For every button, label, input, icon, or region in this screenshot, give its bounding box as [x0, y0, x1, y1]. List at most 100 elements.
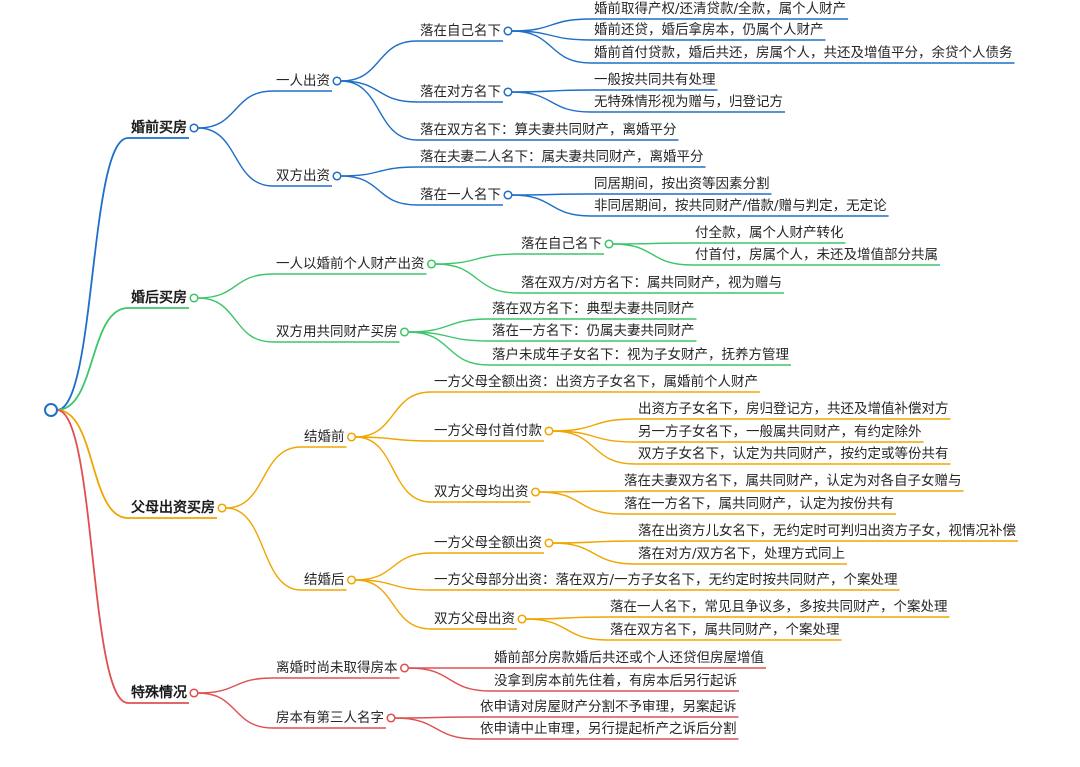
branch-parents-fund[interactable]: 父母出资买房 — [131, 500, 215, 516]
connector-c1a — [435, 253, 604, 265]
connector-d1c1 — [539, 490, 964, 493]
connector-a1a3 — [511, 30, 1015, 64]
collapse-toggle-d2c[interactable] — [517, 614, 527, 624]
connector-d2b — [355, 579, 900, 591]
connector-d2c2 — [525, 618, 842, 641]
connector-a1 — [197, 90, 332, 129]
node-d2c1: 落在一人名下，常见且争议多，多按共同财产，个案处理 — [610, 599, 948, 615]
node-d1a: 一方父母全额出资：出资方子女名下，属婚前个人财产 — [434, 374, 758, 390]
connector-d1b — [355, 436, 544, 442]
connector-a1a — [340, 40, 503, 82]
node-a2[interactable]: 双方出资 — [276, 168, 330, 184]
node-a2b[interactable]: 落在一人名下 — [420, 187, 501, 203]
connector-d2 — [225, 507, 347, 591]
connector-d1c2 — [539, 491, 896, 515]
node-d1b2: 另一方子女名下，一般属共同财产，有约定除外 — [638, 424, 922, 440]
collapse-toggle-a1[interactable] — [332, 76, 342, 86]
branch-special[interactable]: 特殊情况 — [131, 685, 187, 701]
node-c2b: 落在一方名下：仍属夫妻共同财产 — [492, 323, 695, 339]
connector-d1b1 — [552, 418, 951, 432]
collapse-toggle-e1[interactable] — [399, 663, 410, 673]
connector-d1 — [225, 446, 347, 509]
connector-d2c — [355, 579, 517, 630]
collapse-toggle-d1b[interactable] — [544, 426, 554, 436]
connector-c1a1 — [612, 242, 846, 245]
connector-d2a1 — [552, 540, 1018, 544]
connector-c1a2 — [612, 243, 940, 266]
node-c1[interactable]: 一人以婚前个人财产出资 — [276, 256, 425, 272]
connector-a1a1 — [511, 18, 849, 32]
node-a1a[interactable]: 落在自己名下 — [420, 23, 501, 39]
branch-prenuptial[interactable]: 婚前买房 — [131, 120, 187, 136]
collapse-toggle-c1a[interactable] — [604, 239, 614, 249]
collapse-toggle-b3[interactable] — [217, 503, 227, 513]
connector-a2b1 — [511, 193, 772, 196]
node-a1c: 落在双方名下：算夫妻共同财产，离婚平分 — [420, 122, 677, 138]
node-d2a1: 落在出资方儿女名下，无约定时可判归出资方子女，视情况补偿 — [638, 523, 1016, 539]
node-e2b: 依申请中止审理，另行提起析产之诉后分割 — [480, 721, 737, 737]
node-e1a: 婚前部分房款婚后共还或个人还贷但房屋增值 — [494, 650, 764, 666]
node-d1b3: 双方子女名下，认定为共同财产，按约定或等份共有 — [638, 446, 949, 462]
connector-a1c — [340, 80, 679, 141]
node-a2a: 落在夫妻二人名下：属夫妻共同财产，离婚平分 — [420, 149, 704, 165]
node-d1[interactable]: 结婚前 — [304, 429, 345, 445]
connector-c1b — [435, 263, 785, 294]
collapse-toggle-c2[interactable] — [399, 327, 410, 337]
collapse-toggle-c1[interactable] — [426, 259, 437, 269]
node-e2a: 依申请对房屋财产分割不予审理，另案起诉 — [480, 699, 737, 715]
node-d1b[interactable]: 一方父母付首付款 — [434, 423, 542, 439]
connector-b1 — [56, 137, 189, 411]
node-a1a2: 婚前还贷，婚后拿房本，仍属个人财产 — [594, 22, 824, 38]
node-e1b: 没拿到房本前先住着，有房本后另行起诉 — [494, 673, 737, 689]
node-a1b[interactable]: 落在对方名下 — [420, 84, 501, 100]
connector-c2b — [408, 331, 697, 342]
connector-e2 — [197, 692, 386, 729]
node-d1c[interactable]: 双方父母均出资 — [434, 484, 529, 500]
connector-e1b — [408, 667, 739, 692]
node-a2b1: 同居期间，按出资等因素分割 — [594, 176, 770, 192]
collapse-toggle-d2a[interactable] — [544, 538, 554, 548]
node-a1[interactable]: 一人出资 — [276, 73, 330, 89]
connector-b2 — [56, 307, 189, 411]
node-d2c[interactable]: 双方父母出资 — [434, 611, 515, 627]
node-a2b2: 非同居期间，按共同财产/借款/赠与判定，无定论 — [594, 198, 887, 214]
connector-a1b2 — [511, 91, 785, 113]
node-c1a[interactable]: 落在自己名下 — [521, 236, 602, 252]
node-d2a2: 落在对方/双方名下，处理方式同上 — [638, 546, 846, 562]
connector-e1 — [197, 677, 400, 694]
node-c2[interactable]: 双方用共同财产买房 — [276, 324, 398, 340]
collapse-toggle-d2[interactable] — [346, 575, 357, 585]
collapse-toggle-e2[interactable] — [386, 713, 396, 723]
connector-b4 — [56, 409, 189, 704]
collapse-toggle-a1a[interactable] — [503, 26, 513, 36]
branch-postnuptial[interactable]: 婚后买房 — [131, 290, 187, 306]
connector-d2a — [355, 552, 544, 581]
collapse-toggle-a2[interactable] — [332, 171, 342, 181]
node-e1[interactable]: 离婚时尚未取得房本 — [276, 660, 398, 676]
collapse-toggle-b4[interactable] — [189, 688, 199, 698]
node-c1a1: 付全款，属个人财产转化 — [695, 225, 844, 241]
connector-a1a2 — [511, 30, 826, 41]
collapse-toggle-d1[interactable] — [346, 432, 357, 442]
collapse-toggle-b1[interactable] — [189, 123, 199, 133]
collapse-toggle-a2b[interactable] — [503, 190, 513, 200]
connector-d2a2 — [552, 542, 848, 565]
node-d2b: 一方父母部分出资：落在双方/一方子女名下，无约定时按共同财产，个案处理 — [434, 572, 898, 588]
collapse-toggle-b2[interactable] — [189, 293, 199, 303]
node-c2c: 落户未成年子女名下：视为子女财产，抚养方管理 — [492, 347, 789, 363]
node-e2[interactable]: 房本有第三人名字 — [276, 710, 384, 726]
connector-c2 — [197, 297, 400, 343]
connector-a2b2 — [511, 194, 889, 217]
root-node[interactable] — [44, 403, 58, 417]
connector-a2 — [197, 127, 332, 187]
collapse-toggle-a1b[interactable] — [503, 87, 513, 97]
node-c1a2: 付首付，房属个人，未还及增值部分共属 — [695, 247, 938, 263]
connector-d2c1 — [525, 616, 950, 620]
connector-d1b3 — [552, 430, 951, 465]
connector-a1b1 — [511, 89, 718, 93]
connector-d1c — [355, 436, 531, 503]
node-d2[interactable]: 结婚后 — [304, 572, 345, 588]
collapse-toggle-d1c[interactable] — [530, 487, 541, 497]
node-d2a[interactable]: 一方父母全额出资 — [434, 535, 542, 551]
